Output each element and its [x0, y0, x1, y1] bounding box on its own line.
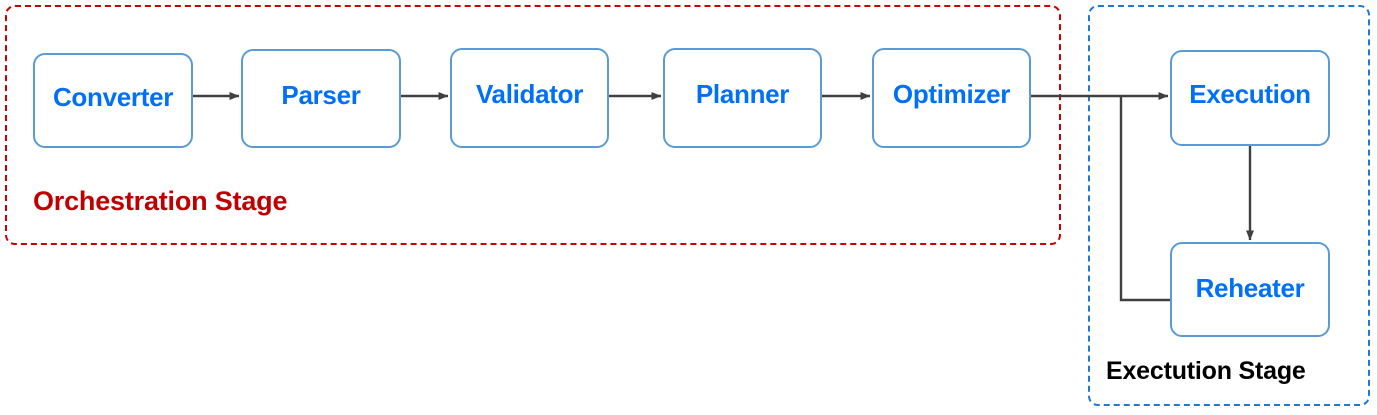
orchestration-stage-group [5, 5, 1061, 245]
node-parser[interactable]: Parser [241, 49, 401, 148]
execution-stage-group [1088, 5, 1370, 406]
execution-stage-label: Exectution Stage [1106, 357, 1306, 385]
node-reheater-label: Reheater [1195, 272, 1305, 303]
node-validator-label: Validator [475, 79, 584, 109]
orchestration-stage-label: Orchestration Stage [33, 186, 288, 216]
node-reheater[interactable]: Reheater [1170, 242, 1330, 337]
node-converter[interactable]: Converter [33, 53, 193, 148]
node-validator[interactable]: Validator [450, 48, 609, 148]
node-parser-label: Parser [281, 79, 361, 110]
node-planner[interactable]: Planner [663, 48, 822, 148]
node-execution[interactable]: Execution [1170, 50, 1330, 146]
node-converter-label: Converter [52, 81, 174, 112]
node-optimizer[interactable]: Optimizer [872, 48, 1031, 148]
node-optimizer-label: Optimizer [892, 79, 1011, 109]
node-execution-label: Execution [1189, 79, 1311, 109]
node-planner-label: Planner [695, 79, 790, 109]
